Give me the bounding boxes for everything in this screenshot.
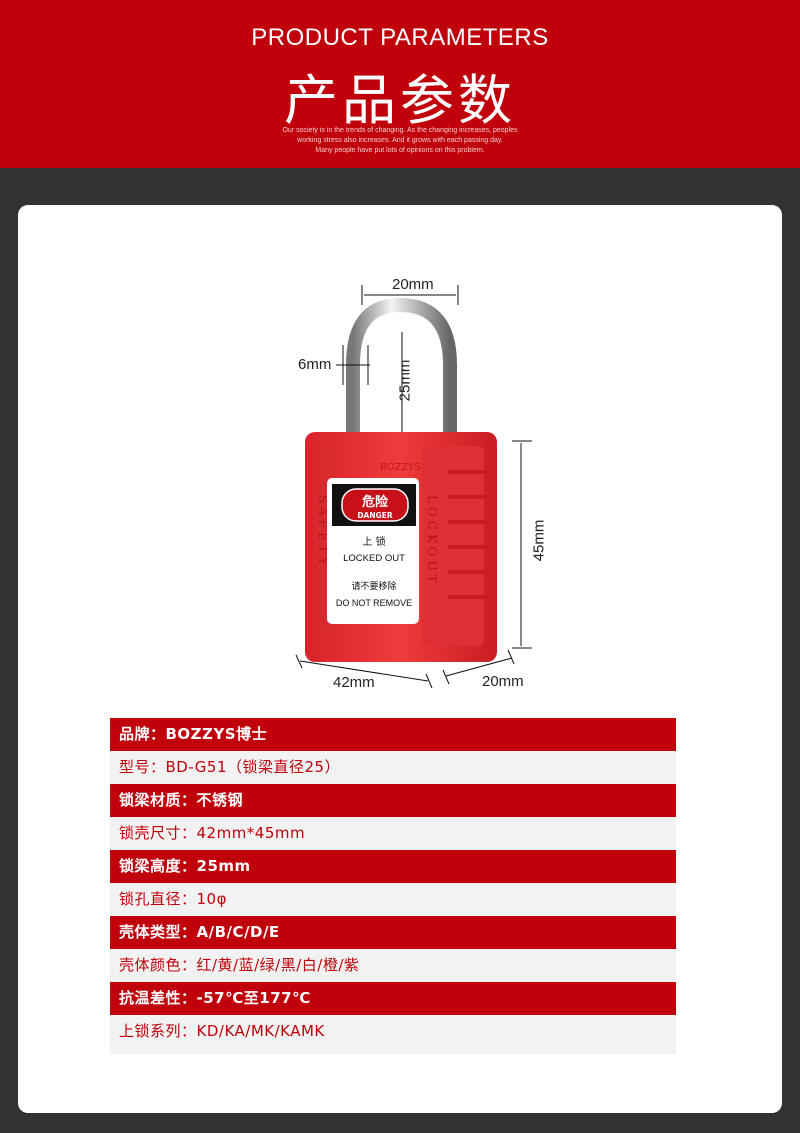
danger-en: DANGER [357,511,393,520]
dim-body-depth: 20mm [482,673,524,690]
spec-row: 锁梁材质：不锈钢 [110,784,676,817]
dim-shackle-diameter: 6mm [298,356,332,373]
spec-row: 壳体颜色：红/黄/蓝/绿/黑/白/橙/紫 [110,949,676,982]
spec-row: 型号：BD-G51（锁梁直径25） [110,751,676,784]
subtitle-line: working stress also increases. And it gr… [297,137,503,144]
spec-row: 品牌：BOZZYS博士 [110,718,676,751]
subtitle-line: Many people have put lots of opinions on… [315,147,485,154]
dimension-lines [295,285,532,689]
spec-table: 品牌：BOZZYS博士型号：BD-G51（锁梁直径25）锁梁材质：不锈钢锁壳尺寸… [110,718,676,1054]
spec-row: 壳体类型：A/B/C/D/E [110,916,676,949]
header-banner: PRODUCT PARAMETERS 产品参数 Our society is i… [0,0,800,168]
side-text-right: LOCKOUT [425,495,439,587]
dim-shackle-height: 25mm [396,359,414,402]
shackle [346,297,457,440]
label-line2-cn: 请不要移除 [351,580,396,592]
spec-row: 锁孔直径：10φ [110,883,676,916]
spec-row: 锁壳尺寸：42mm*45mm [110,817,676,850]
title-cn: 产品参数 [284,69,516,132]
spec-row: 抗温差性：-57℃至177℃ [110,982,676,1015]
spec-row: 锁梁高度：25mm [110,850,676,883]
padlock-image: BOZZYS SAFETY LOCKOUT 危险 DANGER 上 锁 LOCK… [295,285,532,689]
side-text-left: SAFETY [316,495,330,569]
title-en: PRODUCT PARAMETERS [251,24,549,51]
dim-body-width: 42mm [333,674,375,691]
dim-shackle-width: 20mm [392,276,434,293]
subtitle: Our society is in the trends of changing… [0,126,800,156]
dim-body-height: 45mm [530,519,548,562]
danger-cn: 危险 [362,494,389,510]
embossed-logo: BOZZYS [380,462,421,473]
subtitle-line: Our society is in the trends of changing… [282,127,518,134]
label-line1-en: LOCKED OUT [343,553,405,564]
label-line2-en: DO NOT REMOVE [336,598,412,608]
spec-row: 上锁系列：KD/KA/MK/KAMK [110,1015,676,1048]
label-line1-cn: 上 锁 [362,535,385,548]
